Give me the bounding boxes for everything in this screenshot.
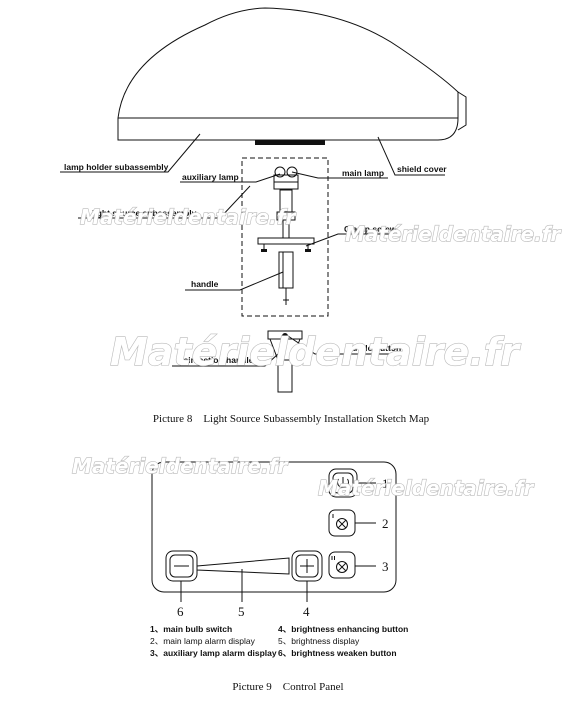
legend-item-2: 2、main lamp alarm display [150, 636, 256, 646]
legend-item-1: 1、main bulb switch [150, 624, 232, 634]
main-bulb-switch-button [328, 468, 358, 498]
figure8-leader-lines [60, 133, 445, 367]
caption-picture-8: Picture 8 Light Source Subassembly Insta… [153, 413, 430, 425]
figure9-callout-lines [180, 482, 376, 602]
label-disinfection-handle: disinfection handle [176, 355, 254, 365]
callout-number-4: 4 [303, 604, 310, 619]
label-handle-button: handle button [345, 343, 401, 353]
callout-number-3: 3 [382, 559, 389, 574]
brightness-display [196, 557, 290, 575]
figure9-legend: 1、main bulb switch 2、main lamp alarm dis… [150, 624, 408, 658]
caption-picture-9: Picture 9 Control Panel [232, 681, 343, 693]
watermark-5: Matérieldentaire.fr [318, 476, 534, 500]
legend-item-5: 5、brightness display [278, 636, 360, 646]
brightness-weaken-button [165, 550, 198, 582]
callout-number-5: 5 [238, 604, 245, 619]
legend-item-6: 6、brightness weaken button [278, 648, 397, 658]
callout-number-2: 2 [382, 516, 389, 531]
legend-item-4: 4、brightness enhancing button [278, 624, 408, 634]
disinfection-handle-drawing [267, 330, 303, 393]
label-lamp-holder-subassembly: lamp holder subassembly [64, 162, 169, 172]
watermark-2: Matérieldentaire.fr [345, 222, 561, 246]
watermark-1: Matérieldentaire.fr [80, 205, 296, 229]
callout-number-1: 1 [382, 476, 389, 491]
figure8-labels: lamp holder subassembly auxiliary lamp m… [64, 162, 447, 365]
watermark-4: Matérieldentaire.fr [72, 454, 288, 478]
label-handle: handle [191, 279, 219, 289]
label-main-lamp: main lamp [342, 168, 384, 178]
label-shield-cover: shield cover [397, 164, 447, 174]
callout-number-6: 6 [177, 604, 184, 619]
control-panel [151, 461, 397, 593]
lamp-dome [117, 7, 467, 145]
figure9-callout-numbers: 1 2 3 4 5 6 [177, 476, 389, 619]
main-lamp-alarm-indicator [328, 509, 356, 537]
watermark-3: Matérieldentaire.fr [110, 330, 521, 374]
auxiliary-lamp-alarm-indicator [328, 551, 356, 579]
label-light-source-subassembly: light source subassembly [92, 208, 197, 218]
legend-item-3: 3、auxiliary lamp alarm display [150, 648, 277, 658]
label-auxiliary-lamp: auxiliary lamp [182, 172, 239, 182]
watermark-group: Matérieldentaire.fr Matérieldentaire.fr … [71, 204, 562, 500]
brightness-enhancing-button [291, 550, 323, 582]
label-clamp-screw: Clamp screw [344, 224, 397, 234]
